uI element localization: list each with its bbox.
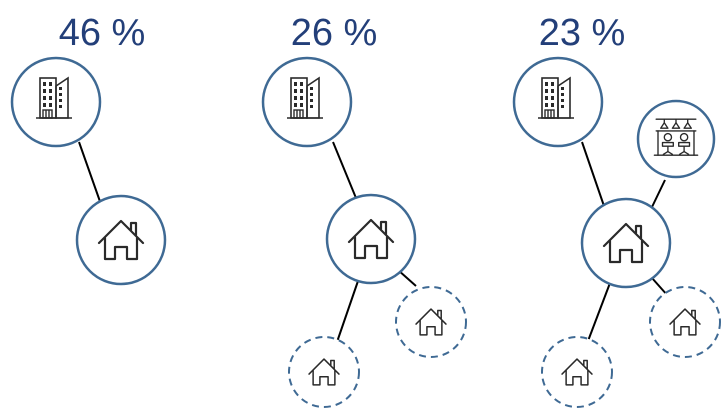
- panel-2: [261, 56, 467, 408]
- home-node: [580, 197, 672, 289]
- panel-2-percentage: 26 %: [290, 12, 378, 54]
- third-place-node-b: [395, 286, 467, 358]
- connector-coworking-home: [651, 179, 666, 208]
- panel-3: [512, 56, 721, 408]
- connector-office-home: [332, 141, 357, 199]
- third-place-node-a: [541, 336, 613, 408]
- third-place-node-b: [649, 286, 721, 358]
- third-place-node-a: [288, 336, 360, 408]
- panel-1-percentage: 46 %: [58, 12, 146, 54]
- connector-home-third-place-a: [587, 282, 611, 342]
- connector-home-third-place-b: [651, 277, 669, 297]
- office-node: [261, 56, 353, 148]
- connector-office-home: [78, 141, 104, 211]
- panel-3-percentage: 23 %: [538, 12, 626, 54]
- home-node: [75, 194, 167, 286]
- panel-1: [10, 56, 167, 286]
- office-node: [512, 56, 604, 148]
- coworking-node: [636, 99, 716, 179]
- office-node: [10, 56, 102, 148]
- connector-office-home: [581, 141, 605, 207]
- connector-home-third-place-a: [336, 280, 359, 343]
- home-node: [325, 193, 417, 285]
